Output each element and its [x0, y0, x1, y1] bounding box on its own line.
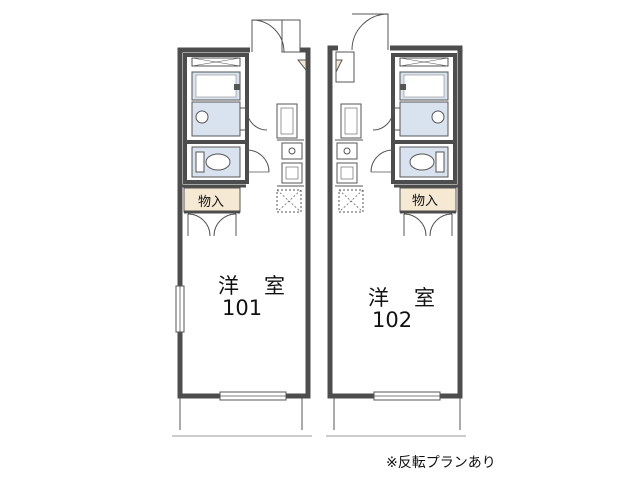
- unit-102: [326, 13, 466, 437]
- unit-101-fridge: [276, 103, 298, 139]
- unit-101-stove: [281, 162, 303, 184]
- unit-101-entry-gap: [250, 46, 300, 54]
- unit-102-bath-block: [391, 53, 457, 184]
- unit-102-room-number: 102: [372, 308, 413, 332]
- unit-101: [172, 19, 312, 437]
- unit-101-closet: [183, 187, 241, 213]
- unit-102-room-label: 洋 室: [368, 286, 437, 310]
- unit-102-closet: [399, 187, 457, 213]
- reversed-plan-note: ※反転プランあり: [386, 455, 496, 471]
- unit-102-stove: [336, 162, 358, 184]
- unit-102-closet-label: 物入: [412, 194, 439, 209]
- unit-101-bath-block: [183, 53, 249, 184]
- unit-102-entry-gap: [338, 44, 390, 52]
- unit-101-room-label: 洋 室: [218, 274, 287, 298]
- unit-101-room-number: 101: [222, 296, 263, 320]
- unit-102-fridge: [340, 103, 362, 139]
- unit-101-sink: [281, 142, 303, 160]
- unit-102-sink: [336, 142, 358, 160]
- unit-101-closet-label: 物入: [198, 195, 225, 210]
